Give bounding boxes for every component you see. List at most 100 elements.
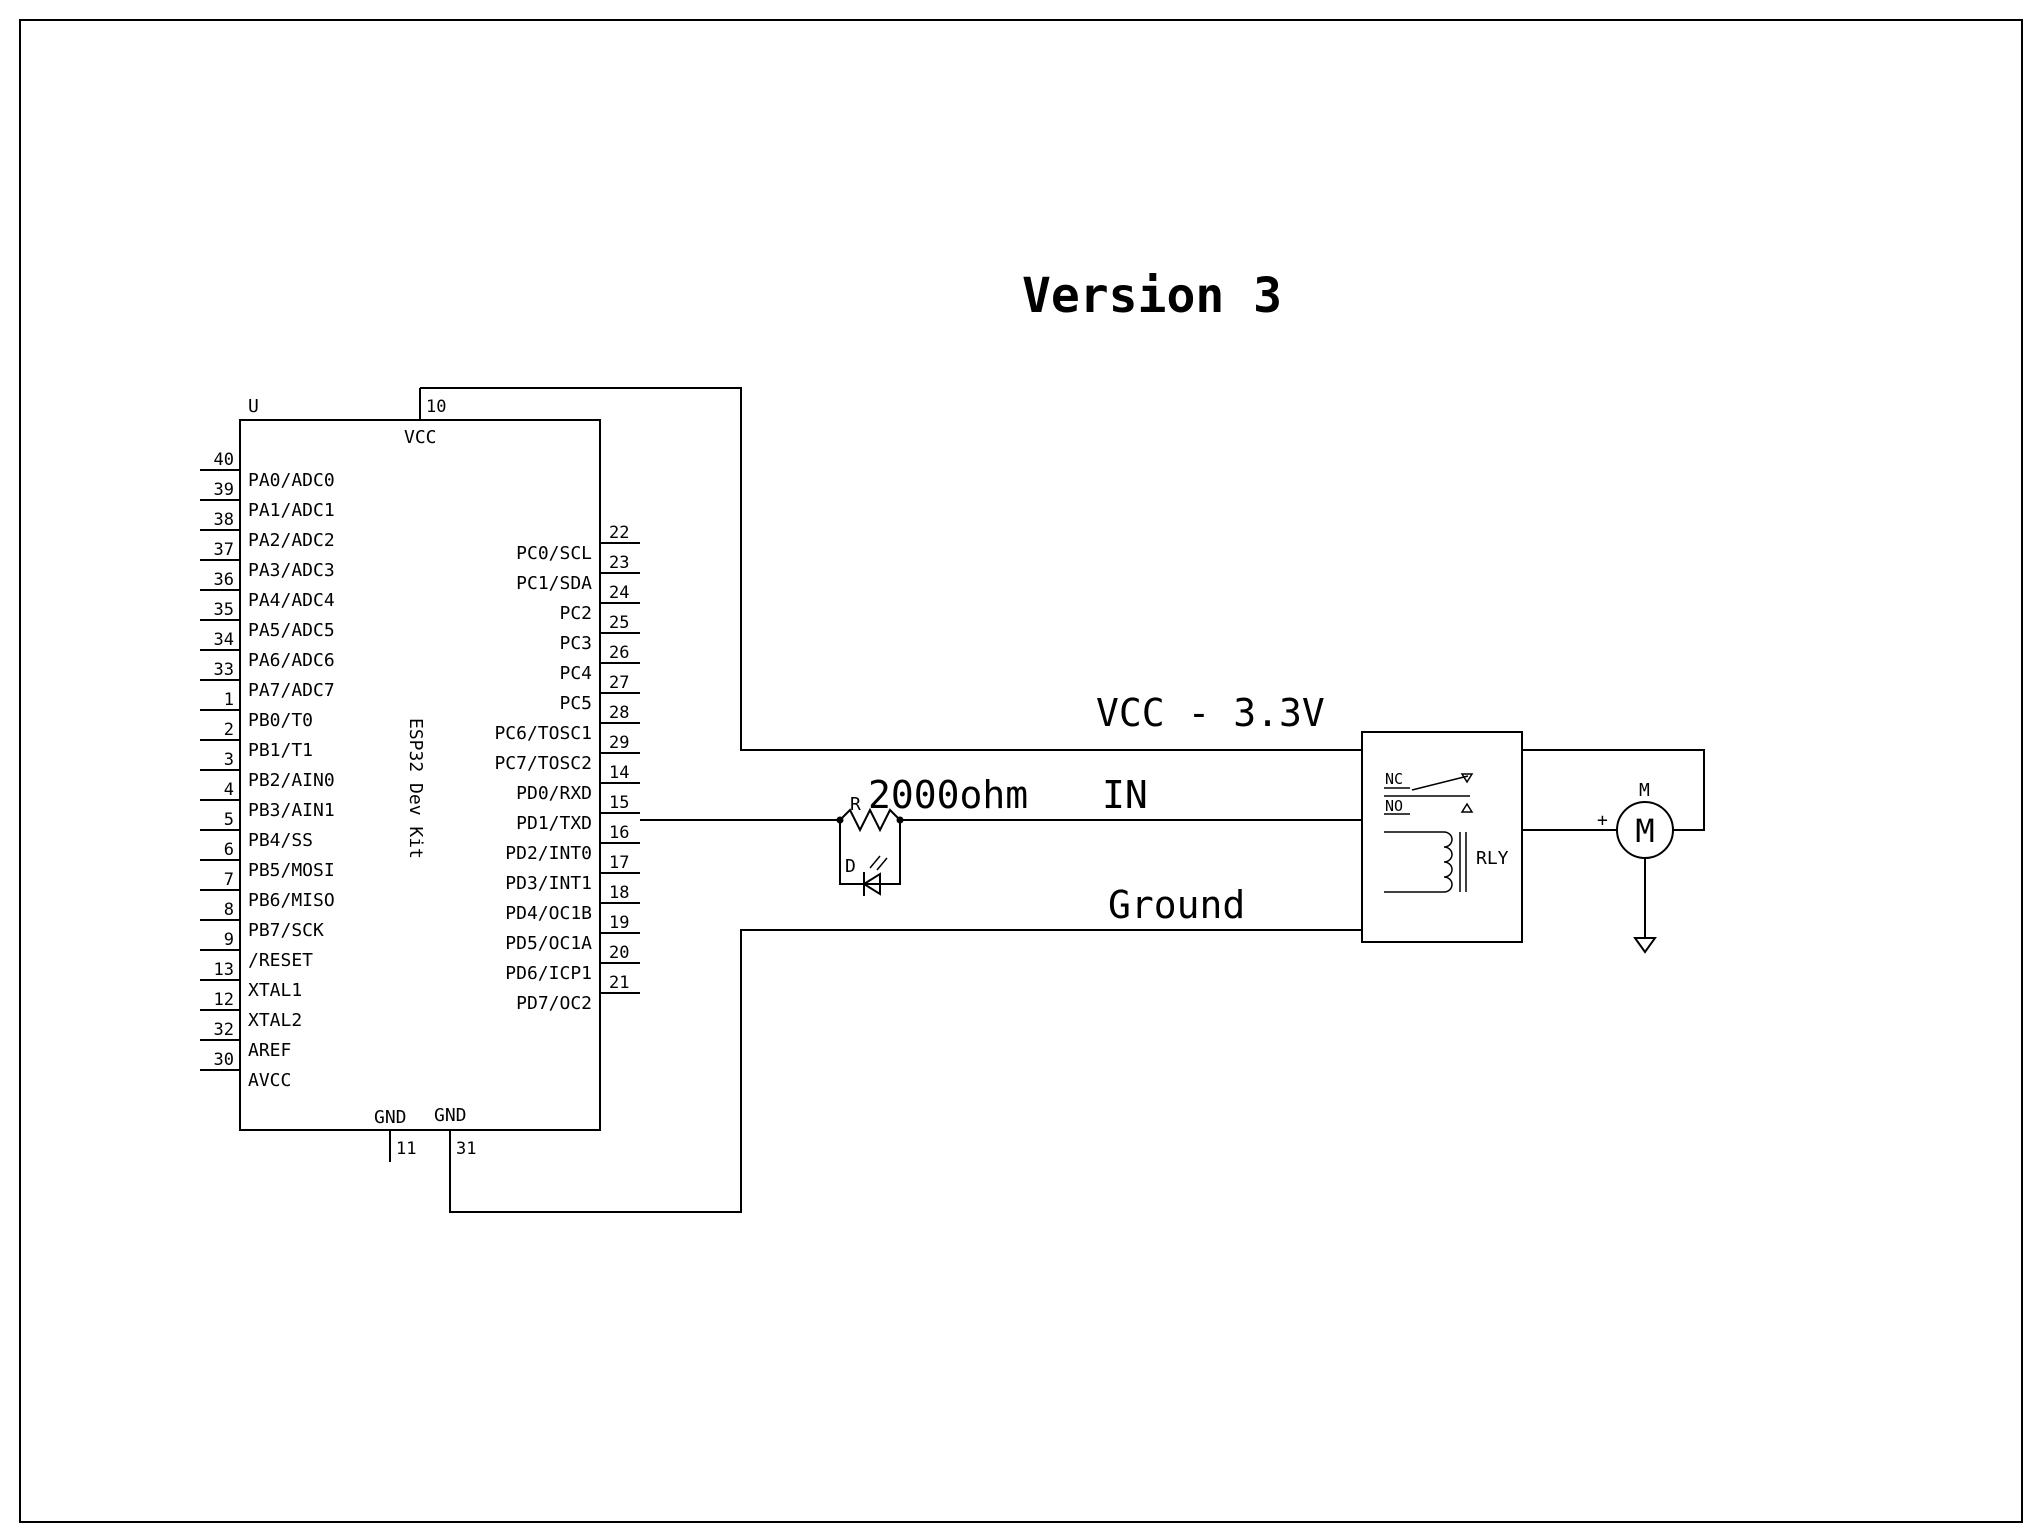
pin-number: 35	[214, 600, 234, 620]
relay-coil	[1443, 831, 1453, 893]
pin-number: 38	[214, 510, 234, 530]
pin-number: 1	[224, 690, 234, 710]
pin-number: 23	[609, 553, 629, 573]
pin-number: 25	[609, 613, 629, 633]
pin-number: 24	[609, 583, 629, 603]
pin-name: PD7/OC2	[516, 993, 592, 1014]
resistor-zigzag	[839, 807, 901, 833]
led-triangle	[862, 872, 881, 896]
resistor: R 2000ohm	[836, 773, 1028, 833]
pin-number: 6	[224, 840, 234, 860]
ground-symbol-icon	[1633, 937, 1657, 954]
pin-number: 16	[609, 823, 629, 843]
gnd-pin-11-number: 11	[396, 1139, 416, 1159]
relay-body	[1361, 731, 1523, 943]
pin-number: 4	[224, 780, 234, 800]
relay: NC NO RLY	[1361, 731, 1523, 943]
led-arrow-1	[869, 855, 881, 869]
motor-feedback-wire	[1522, 749, 1705, 831]
chip-ref-label: U	[248, 396, 259, 417]
pin-number: 28	[609, 703, 629, 723]
gnd-pin-31-name: GND	[434, 1105, 467, 1126]
pin-name: XTAL1	[248, 980, 302, 1001]
pin-number: 22	[609, 523, 629, 543]
vcc-wire	[420, 387, 1362, 751]
pin-number: 21	[609, 973, 629, 993]
motor-ref-label: M	[1639, 780, 1650, 801]
pin-number: 19	[609, 913, 629, 933]
pin-name: PA7/ADC7	[248, 680, 335, 701]
pin-number: 8	[224, 900, 234, 920]
gnd-pin-11-name: GND	[374, 1107, 407, 1128]
pin-number: 29	[609, 733, 629, 753]
pin-number: 36	[214, 570, 234, 590]
pin-number: 30	[214, 1050, 234, 1070]
pin-number: 40	[214, 450, 234, 470]
pin-number: 5	[224, 810, 234, 830]
pin-name: PC7/TOSC2	[494, 753, 592, 774]
led: D	[839, 820, 901, 896]
pin-name: PC6/TOSC1	[494, 723, 592, 744]
gnd-pin-31-number: 31	[456, 1139, 476, 1159]
pin-name: PA2/ADC2	[248, 530, 335, 551]
relay-no-label: NO	[1385, 797, 1403, 815]
pin-name: PA4/ADC4	[248, 590, 335, 611]
pin-name: PA5/ADC5	[248, 620, 335, 641]
pin-number: 27	[609, 673, 629, 693]
led-ref-label: D	[845, 856, 856, 877]
resistor-value-label: 2000ohm	[868, 773, 1028, 817]
pin-number: 20	[609, 943, 629, 963]
pin-number: 17	[609, 853, 629, 873]
chip-name-label: ESP32 Dev Kit	[405, 718, 426, 859]
motor-symbol-label: M	[1635, 812, 1654, 850]
pin-name: PD6/ICP1	[505, 963, 592, 984]
relay-ref-label: RLY	[1476, 848, 1509, 869]
pin-name: PA6/ADC6	[248, 650, 335, 671]
pin-number: 26	[609, 643, 629, 663]
pin-name: PC0/SCL	[516, 543, 592, 564]
pin-name: AREF	[248, 1040, 291, 1061]
pin-number: 3	[224, 750, 234, 770]
pin-name: AVCC	[248, 1070, 291, 1091]
relay-contact-arm	[1411, 775, 1469, 791]
pin-name: PB3/AIN1	[248, 800, 335, 821]
pin-name: PD1/TXD	[516, 813, 592, 834]
in-net-label: IN	[1102, 773, 1148, 817]
pin-number: 33	[214, 660, 234, 680]
relay-no-contact	[1460, 802, 1474, 813]
motor-plus-label: +	[1597, 810, 1608, 831]
chip-left-pin: 9/RESET	[200, 930, 313, 971]
vcc-pin-number: 10	[426, 397, 446, 417]
pin-number: 9	[224, 930, 234, 950]
pin-name: PD3/INT1	[505, 873, 592, 894]
pin-name: PA3/ADC3	[248, 560, 335, 581]
pin-name: PB2/AIN0	[248, 770, 335, 791]
pin-number: 15	[609, 793, 629, 813]
pin-name: PD0/RXD	[516, 783, 592, 804]
pin-number: 13	[214, 960, 234, 980]
resistor-ref-label: R	[850, 794, 861, 815]
